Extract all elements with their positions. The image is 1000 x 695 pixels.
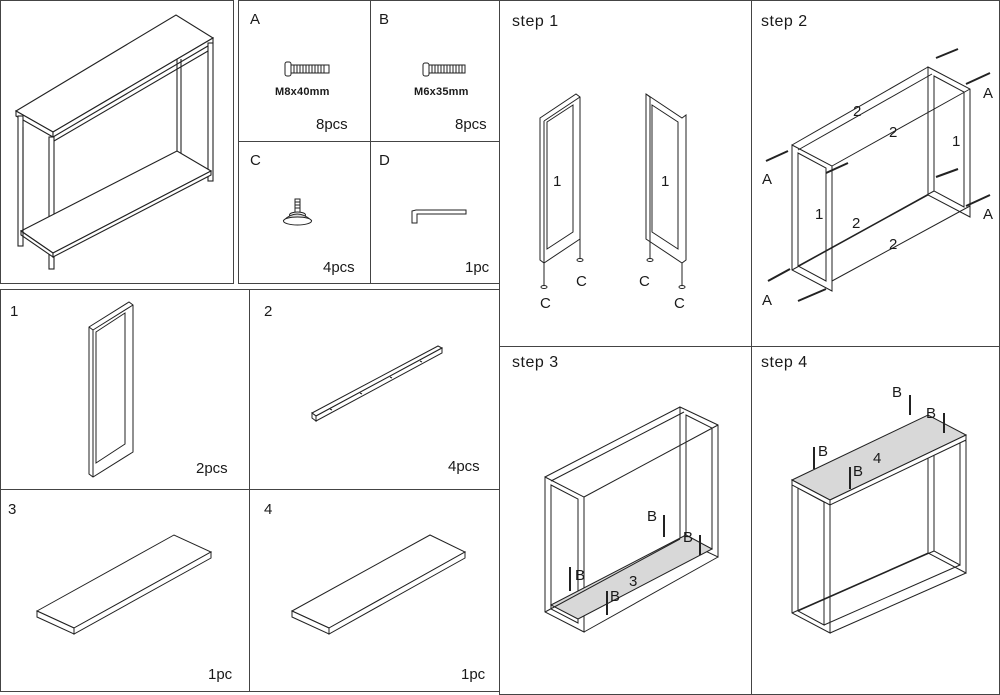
part-number: 4 [264,501,273,518]
hardware-c-panel: C 4pcs [238,141,371,284]
hardware-letter: C [250,152,261,169]
overview-panel [0,0,234,284]
part-2-callout: 2 [889,236,898,253]
foot-c-callout: C [540,295,551,312]
part-1-callout: 1 [952,133,961,150]
screw-b-callout: B [818,443,829,460]
screw-b-callout: B [926,405,937,422]
hardware-a-panel: A M8x40mm 8pcs [238,0,371,142]
foot-c-callout: C [674,295,685,312]
top-panel-icon [290,534,467,635]
hardware-letter: B [379,11,390,28]
part-1-callout: 1 [815,206,824,223]
foot-c-callout: C [639,273,650,290]
assembled-console-table-icon [14,14,215,270]
step-title: step 4 [761,354,808,371]
part-2-callout: 2 [889,124,898,141]
part-quantity: 1pc [461,666,486,683]
step-3-diagram [544,406,719,633]
hardware-quantity: 4pcs [323,259,355,276]
screw-b-callout: B [575,567,586,584]
part-4-panel: 4 1pc [249,489,500,692]
hardware-quantity: 1pc [465,259,490,276]
part-quantity: 4pcs [448,458,480,475]
bolt-a-callout: A [983,85,994,102]
bolt-a-callout: A [983,206,994,223]
hardware-letter: A [250,11,261,28]
step-1-diagram [539,93,687,289]
screw-b-callout: B [610,588,621,605]
bottom-shelf-icon [35,534,213,635]
step-title: step 3 [512,354,559,371]
step-4-diagram [790,395,968,634]
screw-b-callout: B [683,529,694,546]
screw-icon [422,62,466,77]
hardware-size: M6x35mm [414,86,469,98]
step-title: step 2 [761,13,808,30]
part-2-callout: 2 [853,103,862,120]
hardware-d-panel: D 1pc [370,141,500,284]
bolt-a-callout: A [762,171,773,188]
part-2-callout: 2 [852,215,861,232]
step-title: step 1 [512,13,559,30]
bolt-a-callout: A [762,292,773,309]
hardware-letter: D [379,152,390,169]
part-1-callout: 1 [553,173,562,190]
part-number: 1 [10,303,19,320]
part-1-callout: 1 [661,173,670,190]
step-2-diagram [765,48,991,302]
screw-b-callout: B [892,384,903,401]
step-1-panel: step 1 1 1 C C C C [499,0,752,347]
part-3-callout: 3 [629,573,638,590]
side-frame-icon [88,301,134,478]
part-1-panel: 1 2pcs [0,289,250,490]
part-quantity: 2pcs [196,460,228,477]
hardware-quantity: 8pcs [316,116,348,133]
foot-c-callout: C [576,273,587,290]
hardware-b-panel: B M6x35mm 8pcs [370,0,500,142]
hardware-size: M8x40mm [275,86,330,98]
step-3-panel: step 3 3 B B B B [499,346,752,695]
step-4-panel: step 4 4 B B B B [751,346,1000,695]
foot-pad-icon [282,198,313,226]
allen-key-icon [411,209,467,224]
part-4-callout: 4 [873,450,882,467]
screw-b-callout: B [853,463,864,480]
bolt-icon [284,61,330,77]
part-3-panel: 3 1pc [0,489,250,692]
crossbar-icon [311,345,444,422]
part-number: 3 [8,501,17,518]
screw-b-callout: B [647,508,658,525]
step-2-panel: step 2 1 1 2 2 2 2 A A A A [751,0,1000,347]
hardware-quantity: 8pcs [455,116,487,133]
part-quantity: 1pc [208,666,233,683]
part-2-panel: 2 4pcs [249,289,500,490]
part-number: 2 [264,303,273,320]
